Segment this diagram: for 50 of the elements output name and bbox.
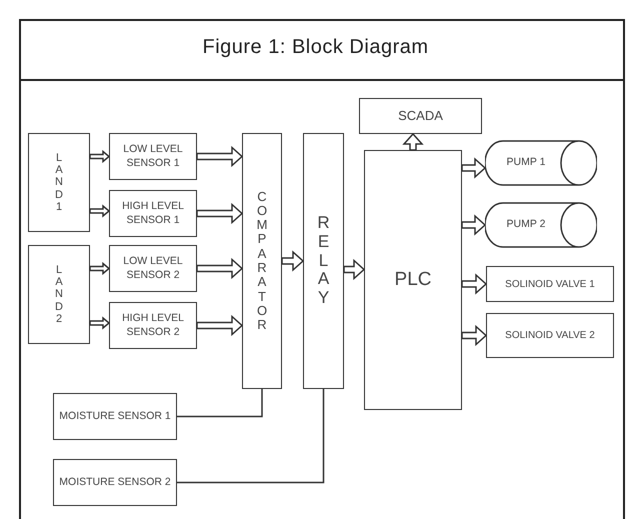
block-arrow <box>343 258 366 280</box>
vertical-block <box>28 133 90 232</box>
block-arrow <box>461 324 488 346</box>
block-arrow <box>89 204 110 218</box>
block <box>109 302 197 349</box>
connector-line <box>177 389 324 484</box>
block-label: SOLINOID VALVE 2 <box>505 329 595 342</box>
block <box>109 190 197 237</box>
block-label: HIGH LEVEL SENSOR 2 <box>121 312 185 340</box>
vertical-block <box>28 245 90 344</box>
block-label: LOW LEVEL SENSOR 1 <box>122 142 184 170</box>
block <box>486 266 614 302</box>
block-label: SCADA <box>398 108 443 124</box>
block-arrow <box>196 146 244 168</box>
block-arrow <box>196 314 244 336</box>
block-label: COMPARATOR <box>256 190 268 332</box>
vertical-block <box>242 133 282 389</box>
block-label: PUMP 1 <box>506 156 546 170</box>
figure-title: Figure 1: Block Diagram <box>202 36 429 59</box>
block-arrow <box>461 273 488 295</box>
connector-line <box>177 389 263 418</box>
pump-cylinder <box>485 202 597 248</box>
block <box>359 98 482 134</box>
block <box>109 245 197 292</box>
block-label: HIGH LEVEL SENSOR 1 <box>121 200 185 228</box>
block-arrow <box>461 214 486 236</box>
block-arrow <box>402 132 424 151</box>
block-arrow <box>196 202 244 224</box>
block-arrow <box>89 150 110 164</box>
block-label: MOISTURE SENSOR 1 <box>59 410 171 424</box>
block-label: PLC <box>394 268 432 292</box>
block-arrow <box>196 258 244 280</box>
block-label: PUMP 2 <box>506 218 546 232</box>
vertical-block <box>303 133 344 389</box>
block <box>486 313 614 358</box>
block <box>53 459 177 506</box>
block-label: LAND 2 <box>54 264 64 325</box>
block <box>109 133 197 180</box>
block <box>364 150 462 410</box>
block-label: LAND 1 <box>54 152 64 213</box>
block-label: MOISTURE SENSOR 2 <box>59 476 171 490</box>
block <box>53 393 177 440</box>
block-label: RELAY <box>316 214 331 308</box>
block-label: SOLINOID VALVE 1 <box>505 278 595 290</box>
block-arrow <box>281 250 304 272</box>
block-arrow <box>89 316 110 330</box>
block-label: LOW LEVEL SENSOR 2 <box>122 254 184 282</box>
block-arrow <box>89 262 110 276</box>
pump-cylinder <box>485 140 597 186</box>
block-arrow <box>461 157 486 179</box>
